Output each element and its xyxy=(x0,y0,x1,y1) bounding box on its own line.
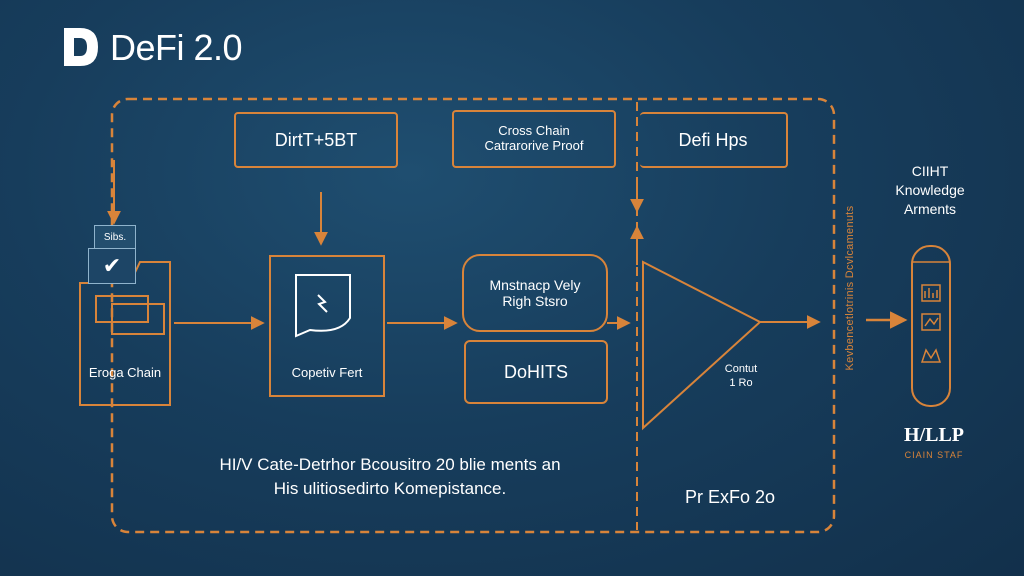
top-box-1-label: DirtT+5BT xyxy=(274,129,358,150)
logo-d-icon xyxy=(62,26,100,68)
top-box-2-line2: Catrarorive Proof xyxy=(484,138,584,153)
logo-title: DeFi 2.0 xyxy=(110,27,243,68)
pill-top: Mnstnacp Vely Righ Stsro xyxy=(462,254,608,332)
triangle-shape xyxy=(642,260,762,431)
right-brand-subtitle: CIAIN STAF xyxy=(904,450,964,460)
pill-top-line1: Mnstnacp Vely xyxy=(489,276,581,293)
right-brand-title: H/LLP xyxy=(903,424,964,446)
tube-crown-icon xyxy=(920,348,942,363)
description-line-1: HI/V Cate-Detrhor Bcousitro 20 blie ment… xyxy=(219,455,561,474)
right-tube xyxy=(911,245,951,407)
triangle-note-line2: 1 Ro xyxy=(729,377,753,389)
pill-top-line2: Righ Stsro xyxy=(502,293,568,309)
checkmark-icon: ✔ xyxy=(88,248,136,284)
left-node-badge: Sibs. xyxy=(94,225,136,249)
triangle-note: Contut 1 Ro xyxy=(716,362,766,390)
triangle-note-line1: Contut xyxy=(724,363,758,375)
center-node-icon xyxy=(295,274,351,338)
top-box-2-line1: Cross Chain xyxy=(498,123,570,139)
right-panel-text: CIIHT Knowledge Arments xyxy=(870,162,990,219)
left-node-label: Eroga Chain xyxy=(88,365,162,380)
pill-bottom: DoHITS xyxy=(464,340,608,404)
pill-bottom-label: DoHITS xyxy=(503,361,568,382)
top-box-3: Defi Hps xyxy=(640,112,788,168)
tube-doc-icon xyxy=(921,313,941,331)
footer-label: Pr ExFo 2o xyxy=(684,487,776,507)
right-panel-line2: Knowledge xyxy=(895,182,965,198)
center-node-shape xyxy=(269,255,385,397)
top-box-1: DirtT+5BT xyxy=(234,112,398,168)
center-node-label: Copetiv Fert xyxy=(291,365,363,380)
right-panel-line3: Arments xyxy=(903,201,957,217)
right-panel-line1: CIIHT xyxy=(911,163,949,179)
vertical-caption: Kevbencetlotrinis Dcvlcamenuts xyxy=(844,205,856,371)
top-box-2: Cross Chain Catrarorive Proof xyxy=(452,110,616,168)
left-node-badge-text: Sibs. xyxy=(103,231,127,243)
top-box-3-label: Defi Hps xyxy=(678,129,748,150)
description-line-2: His ulitiosedirto Komepistance. xyxy=(273,479,507,498)
tube-chart-icon xyxy=(921,284,941,302)
